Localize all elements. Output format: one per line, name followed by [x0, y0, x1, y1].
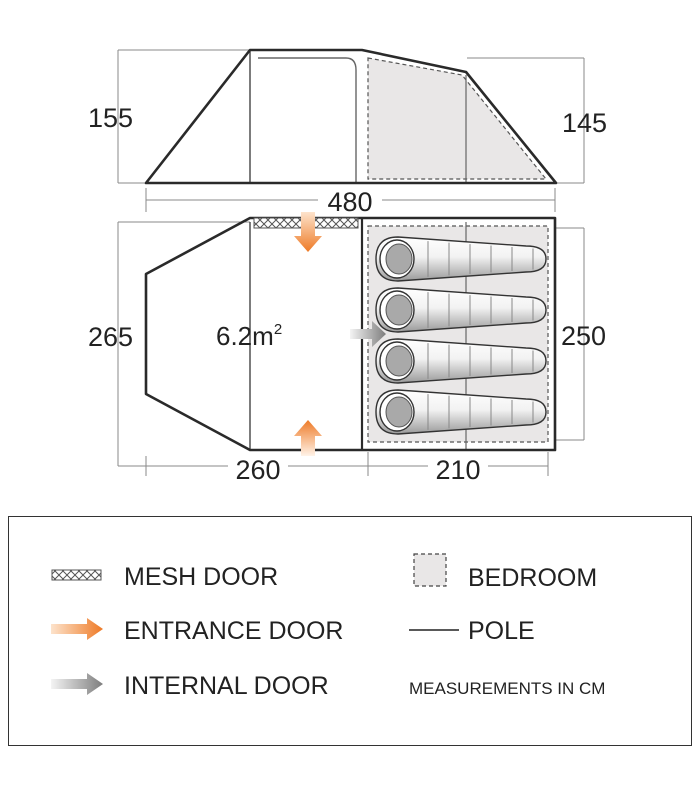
side-bedroom — [367, 57, 548, 180]
legend-mesh-door: MESH DOOR — [124, 563, 279, 591]
right-height-label: 145 — [562, 108, 607, 138]
side-outline — [144, 48, 558, 185]
legend-internal-door: INTERNAL DOOR — [124, 672, 329, 700]
living-area-label: 6.2m2 — [216, 321, 282, 351]
living-length-label: 260 — [235, 455, 280, 485]
overall-length-dim: 480 — [145, 186, 556, 217]
legend-bedroom: BEDROOM — [468, 564, 598, 592]
sleeping-bag — [375, 287, 547, 333]
sleeping-bag — [375, 389, 547, 435]
tent-diagram: 155 145 480 — [88, 48, 607, 485]
side-inner-pole — [258, 57, 357, 183]
sleeping-bag — [375, 236, 547, 282]
pole-line-icon — [409, 629, 459, 631]
mesh-door-icon — [51, 569, 102, 581]
internal-arrow-plan — [350, 321, 386, 347]
side-view: 155 145 — [88, 48, 607, 185]
right-width-label: 250 — [561, 321, 606, 351]
measurements-note: MEASUREMENTS IN CM — [409, 679, 606, 698]
sleeping-bag — [375, 338, 547, 384]
legend-pole: POLE — [468, 617, 535, 645]
bedroom-icon — [413, 553, 447, 587]
living-area-superscript: 2 — [274, 321, 282, 338]
overall-length-label: 480 — [327, 187, 372, 217]
entrance-arrow-icon — [51, 618, 103, 640]
entrance-arrow-bottom — [294, 420, 322, 456]
plan-outline — [144, 216, 557, 452]
legend-box: MESH DOOR ENTRANCE DOOR INTERNAL DOOR BE… — [8, 516, 692, 746]
left-height-label: 155 — [88, 103, 133, 133]
legend-entrance-door: ENTRANCE DOOR — [124, 617, 344, 645]
plan-view: 265 250 6.2m2 260 210 — [88, 212, 606, 485]
entrance-arrow-top — [294, 212, 322, 252]
sleeping-bags — [375, 236, 547, 435]
bedroom-length-label: 210 — [435, 455, 480, 485]
internal-arrow-icon — [51, 673, 103, 695]
left-width-label: 265 — [88, 322, 133, 352]
